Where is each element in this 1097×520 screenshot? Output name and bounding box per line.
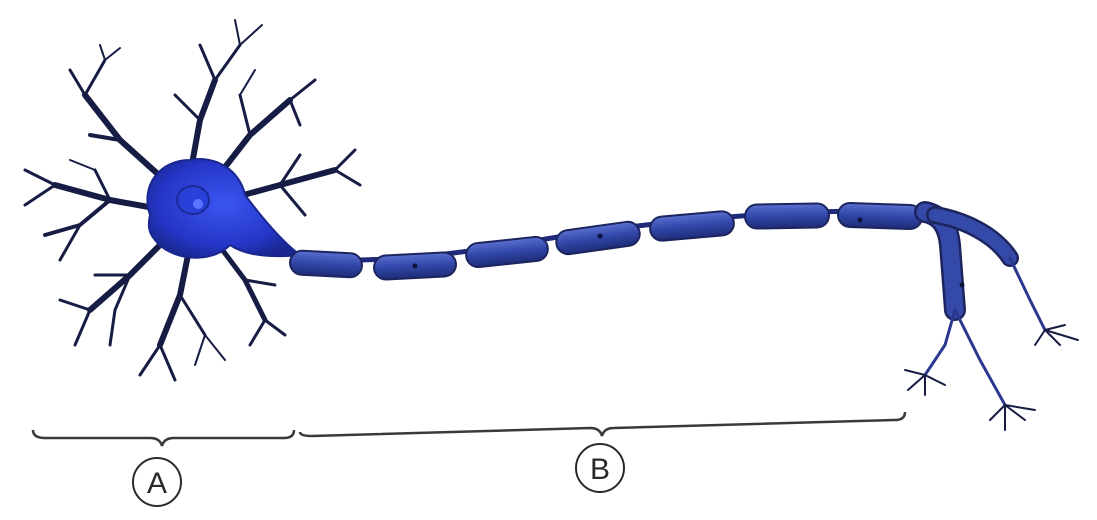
label-b: B [576, 444, 624, 492]
label-a: A [133, 458, 181, 506]
bracket-a [33, 430, 294, 446]
cell-body [147, 159, 300, 258]
myelin-segment [838, 203, 923, 230]
nucleolus [193, 199, 203, 209]
myelin-segment [289, 250, 362, 278]
axon-terminal [905, 212, 1078, 430]
nucleus [177, 186, 209, 214]
bracket-b [300, 412, 905, 436]
myelin-segment [465, 236, 549, 268]
myelin-segment [555, 220, 642, 255]
myelin-sheath [289, 203, 922, 281]
label-a-text: A [147, 467, 167, 500]
myelin-segment [745, 203, 829, 228]
label-b-text: B [590, 453, 610, 486]
myelin-segment [649, 210, 735, 241]
